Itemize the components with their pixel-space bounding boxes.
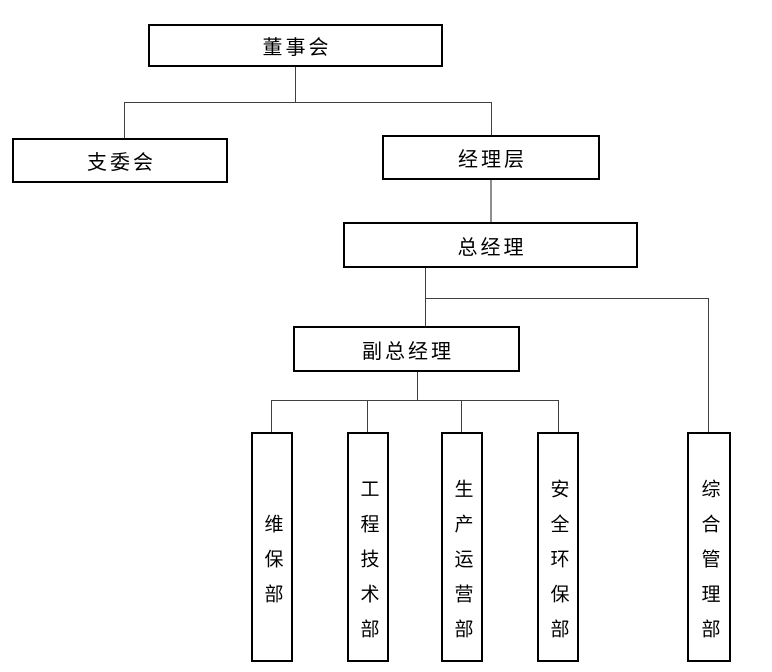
node-management-layer: 经理层 [382,135,600,180]
node-branch-committee-label: 支委会 [87,150,156,174]
node-maintenance-dept-label: 维保部 [261,513,284,619]
node-maintenance-dept: 维保部 [251,432,293,662]
node-branch-committee: 支委会 [12,138,228,183]
node-general-manager: 总经理 [343,222,638,268]
connector-production-drop [461,400,462,432]
node-safety-environment-dept: 安全环保部 [537,432,579,662]
connector-gm-right-horizontal [425,298,709,299]
node-general-admin-dept-label: 综合管理部 [698,478,721,654]
node-engineering-tech-dept: 工程技术部 [347,432,389,662]
connector-board-down [295,67,296,102]
node-deputy-general-manager-label: 副总经理 [362,338,454,363]
connector-management-to-gm [490,180,492,222]
node-board-label: 董事会 [262,35,332,59]
node-board: 董事会 [148,24,443,67]
node-production-operations-dept: 生产运营部 [441,432,483,662]
connector-level2-horizontal [124,102,492,103]
node-management-layer-label: 经理层 [458,147,527,171]
node-general-manager-label: 总经理 [457,234,527,259]
connector-safety-drop [558,400,559,432]
connector-maintenance-drop [271,400,272,432]
connector-dgm-down [417,372,418,400]
connector-engineering-drop [367,400,368,432]
node-engineering-tech-dept-label: 工程技术部 [357,478,380,654]
node-general-admin-dept: 综合管理部 [687,432,731,662]
node-deputy-general-manager: 副总经理 [293,326,520,372]
connector-gm-to-dgm [425,268,426,326]
node-safety-environment-dept-label: 安全环保部 [547,478,570,654]
node-production-operations-dept-label: 生产运营部 [451,478,474,654]
connector-management-drop [491,102,492,135]
connector-depts-horizontal [271,400,559,401]
connector-admin-dept-drop [708,298,709,432]
connector-branch-committee-drop [124,102,125,138]
